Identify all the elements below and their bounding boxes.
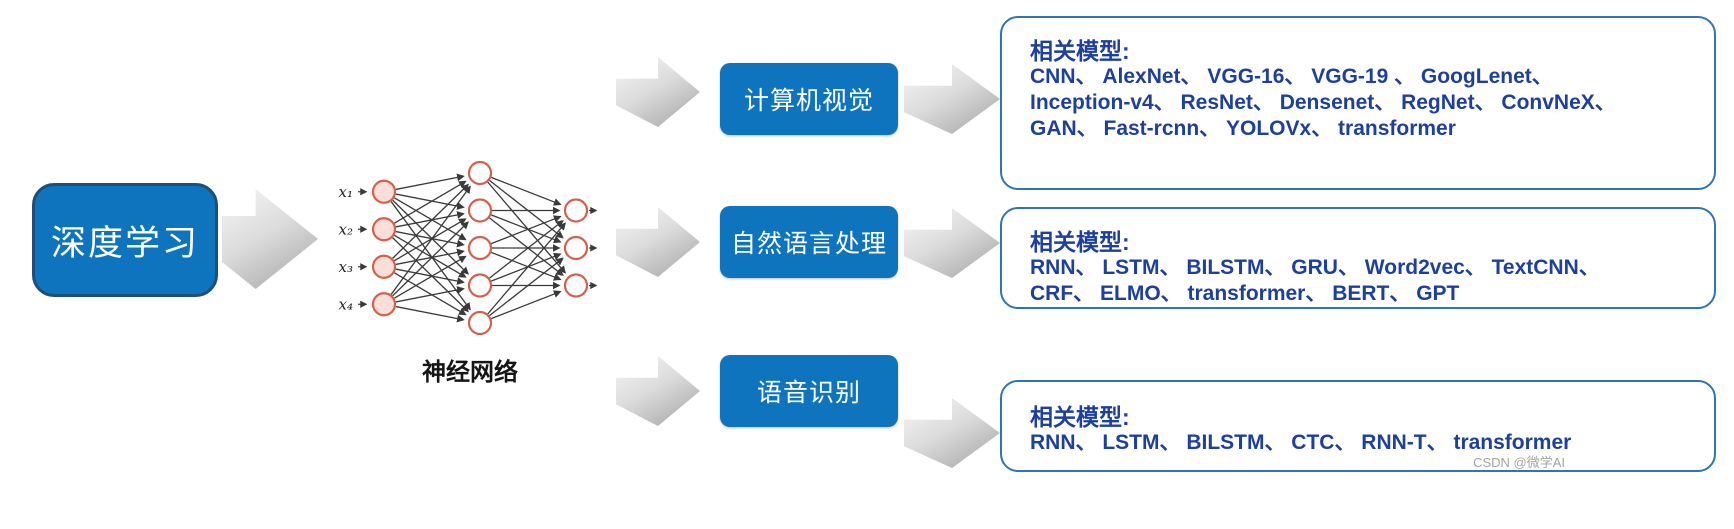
branch-button-asr-label: 语音识别 (756, 379, 861, 407)
watermark: CSDN @微学AI (1473, 455, 1565, 470)
arrow-right-icon (904, 64, 1000, 134)
svg-text:x₁: x₁ (339, 183, 353, 201)
arrow-right-icon (904, 398, 1000, 468)
branch-button-cv-label: 计算机视觉 (743, 87, 874, 115)
models-panel-nlp: 相关模型: RNN、 LSTM、 BILSTM、 GRU、 Word2vec、 … (1000, 207, 1716, 309)
neural-network-caption: 神经网络 (422, 359, 518, 386)
models-panel-cv: 相关模型: CNN、 AlexNet、 VGG-16、 VGG-19 、 Goo… (1000, 16, 1716, 190)
arrow-right-icon (616, 356, 700, 426)
panel-title: 相关模型: (1030, 38, 1130, 64)
panel-title: 相关模型: (1030, 229, 1130, 255)
model-list-line: Inception-v4、 ResNet、 Densenet、 RegNet、 … (1030, 91, 1616, 114)
branch-button-cv: 计算机视觉 (720, 63, 898, 135)
arrow-right-icon (616, 57, 700, 127)
model-list-line: CNN、 AlexNet、 VGG-16、 VGG-19 、 GoogLenet… (1030, 65, 1553, 88)
model-list-line: GAN、 Fast-rcnn、 YOLOVx、 transformer (1030, 117, 1456, 140)
panel-title: 相关模型: (1030, 404, 1130, 430)
neural-network-figure: x₁ x₂ x₃ x₄ (320, 145, 620, 345)
branch-button-nlp-label: 自然语言处理 (730, 230, 887, 258)
svg-text:x₄: x₄ (339, 295, 353, 313)
branch-button-asr: 语音识别 (720, 355, 898, 427)
svg-text:x₂: x₂ (339, 220, 353, 238)
arrow-right-icon (222, 189, 318, 289)
model-list-line: RNN、 LSTM、 BILSTM、 CTC、 RNN-T、 transform… (1030, 431, 1572, 454)
deep-learning-label: 深度学习 (50, 223, 199, 263)
arrow-right-icon (616, 207, 700, 277)
arrow-right-icon (904, 208, 1000, 278)
deep-learning-box: 深度学习 (32, 183, 218, 297)
models-panel-asr: 相关模型: RNN、 LSTM、 BILSTM、 CTC、 RNN-T、 tra… (1000, 380, 1716, 472)
model-list-line: CRF、 ELMO、 transformer、 BERT、 GPT (1030, 282, 1460, 305)
neural-network-svg: x₁ x₂ x₃ x₄ (339, 160, 598, 336)
model-list-line: RNN、 LSTM、 BILSTM、 GRU、 Word2vec、 TextCN… (1030, 256, 1600, 279)
svg-text:x₃: x₃ (339, 258, 353, 276)
branch-button-nlp: 自然语言处理 (720, 206, 898, 278)
